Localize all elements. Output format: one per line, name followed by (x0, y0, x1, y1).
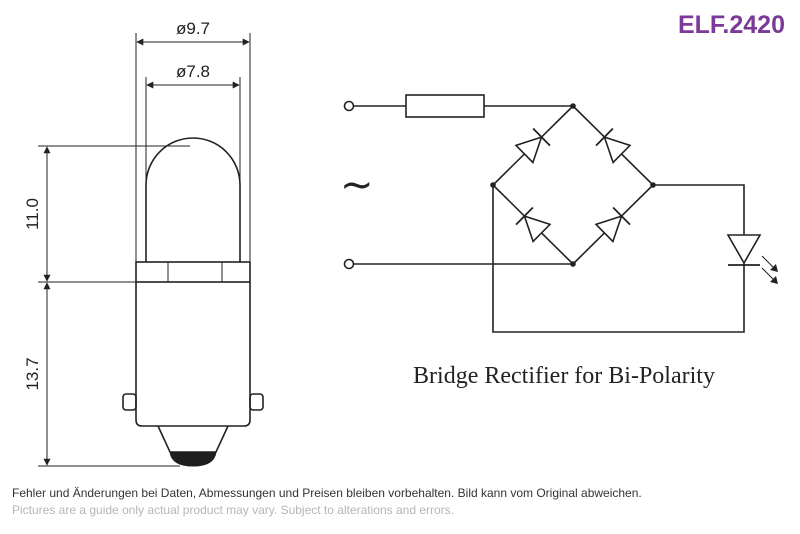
diode-1 (514, 127, 551, 164)
resistor (405, 94, 485, 118)
dimension-vertical: 11.0 13.7 (23, 145, 190, 467)
diode-4 (594, 206, 631, 243)
footer-disclaimer-german: Fehler und Änderungen bei Daten, Abmessu… (12, 486, 642, 500)
input-terminal-top (343, 100, 355, 112)
circuit-caption: Bridge Rectifier for Bi-Polarity (413, 363, 715, 389)
outer-diameter-label: ø9.7 (176, 19, 210, 38)
diode-2 (595, 127, 632, 164)
inner-diameter-label: ø7.8 (176, 62, 210, 81)
bulb-height-label: 11.0 (23, 198, 42, 230)
diode-3 (515, 206, 552, 243)
lamp-outline (122, 137, 264, 467)
ac-symbol: ~ (340, 162, 374, 208)
footer-disclaimer-english: Pictures are a guide only actual product… (12, 503, 455, 517)
dimension-outer-diameter: ø9.7 (135, 19, 251, 262)
product-code: ELF.2420 (678, 11, 785, 39)
dimension-inner-diameter: ø7.8 (145, 62, 241, 190)
base-height-label: 13.7 (23, 357, 42, 390)
input-terminal-bottom (343, 258, 355, 270)
bridge-rectifier-circuit: ~ (340, 94, 778, 389)
led (726, 234, 778, 284)
